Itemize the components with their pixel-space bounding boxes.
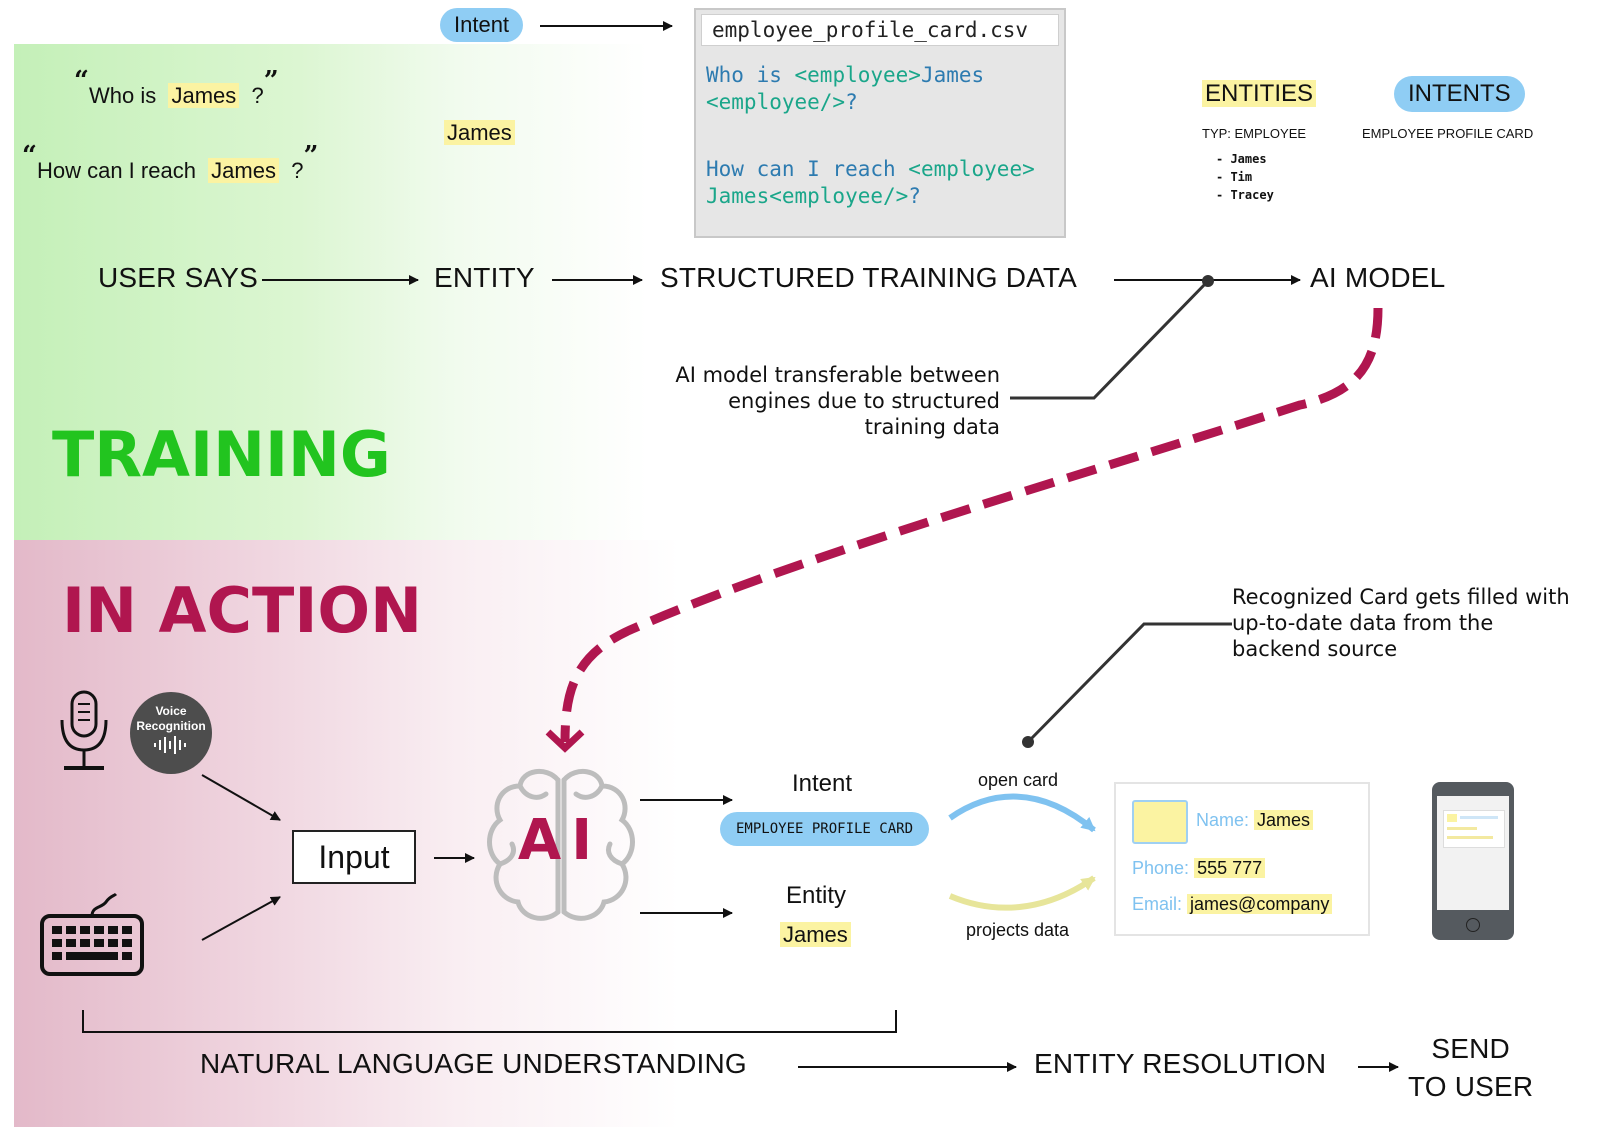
utterance-1: “Who is James ?” (74, 66, 279, 108)
csv-line: <employee/>? (706, 90, 858, 114)
csv-line: Who is <employee>James (706, 63, 985, 87)
intents-title: INTENTS (1394, 76, 1525, 112)
flow-structured-training-data: STRUCTURED TRAINING DATA (660, 262, 1078, 293)
dashed-arrow-head (545, 729, 585, 753)
phone-screen (1437, 796, 1509, 910)
csv-line: James<employee/>? (706, 184, 921, 208)
csv-line: How can I reach <employee> (706, 157, 1035, 181)
input-box: Input (292, 830, 416, 884)
projects-data-label: projects data (966, 920, 1070, 940)
phone-card-preview (1443, 810, 1505, 848)
entity-example: James (444, 120, 515, 146)
keyboard-icon (40, 892, 144, 976)
note-leader-action (1026, 622, 1232, 744)
note-leader-training (1010, 279, 1210, 400)
training-note: AI model transferable between engines du… (675, 363, 1000, 439)
entities-title: ENTITIES (1202, 80, 1317, 108)
utterance-2: “How can I reach James ?” (22, 141, 319, 183)
intent-label: Intent (792, 770, 853, 797)
intent-result-pill: EMPLOYEE PROFILE CARD (720, 812, 930, 846)
entities-type: TYP: EMPLOYEE (1202, 126, 1307, 141)
flow-entity-resolution: ENTITY RESOLUTION (1034, 1048, 1327, 1079)
intent-pill: Intent (440, 8, 524, 42)
entity-item: - Tim (1216, 170, 1253, 184)
intents-item: EMPLOYEE PROFILE CARD (1362, 126, 1534, 141)
dashed-deploy-arrow (560, 307, 1383, 743)
card-name: Name: James (1196, 810, 1314, 831)
arrow-voice-to-input (201, 774, 281, 821)
open-card-curve (948, 793, 1096, 833)
csv-filename: employee_profile_card.csv (701, 14, 1059, 46)
brain-icon (487, 769, 635, 921)
in-action-title: IN ACTION (62, 574, 422, 647)
flow-natural-language-understanding: NATURAL LANGUAGE UNDERSTANDING (200, 1048, 747, 1079)
entity-value: James (780, 922, 851, 948)
flow-send-to-user: SEND TO USER (1408, 1033, 1534, 1102)
voice-recognition-badge: Voice Recognition (130, 692, 212, 774)
nlu-bracket (82, 1010, 897, 1033)
avatar (1132, 800, 1188, 844)
entity-item: - Tracey (1216, 188, 1274, 202)
waveform-icon (154, 736, 186, 754)
flow-ai-model: AI MODEL (1310, 262, 1446, 293)
profile-card: Name: James Phone: 555 777 Email: james@… (1114, 782, 1370, 936)
entity-label: Entity (786, 882, 847, 909)
card-phone: Phone: 555 777 (1132, 858, 1266, 879)
phone-home-button (1466, 918, 1480, 932)
card-note: Recognized Card gets filled with up-to-d… (1232, 585, 1570, 661)
csv-training-file: employee_profile_card.csv Who is <employ… (694, 8, 1066, 238)
open-card-label: open card (978, 770, 1059, 790)
projects-data-curve (948, 875, 1096, 911)
arrow-keyboard-to-input (201, 896, 281, 941)
card-email: Email: james@company (1132, 894, 1333, 915)
entity-item: - James (1216, 152, 1267, 166)
training-title: TRAINING (52, 418, 391, 491)
entities-list: - James - Tim - Tracey (1216, 150, 1274, 204)
connector-dot-card (1022, 736, 1034, 748)
microphone-icon (60, 690, 108, 770)
phone-icon (1432, 782, 1514, 940)
flow-entity: ENTITY (434, 262, 535, 293)
ai-label: AI (517, 808, 603, 873)
flow-user-says: USER SAYS (98, 262, 258, 293)
